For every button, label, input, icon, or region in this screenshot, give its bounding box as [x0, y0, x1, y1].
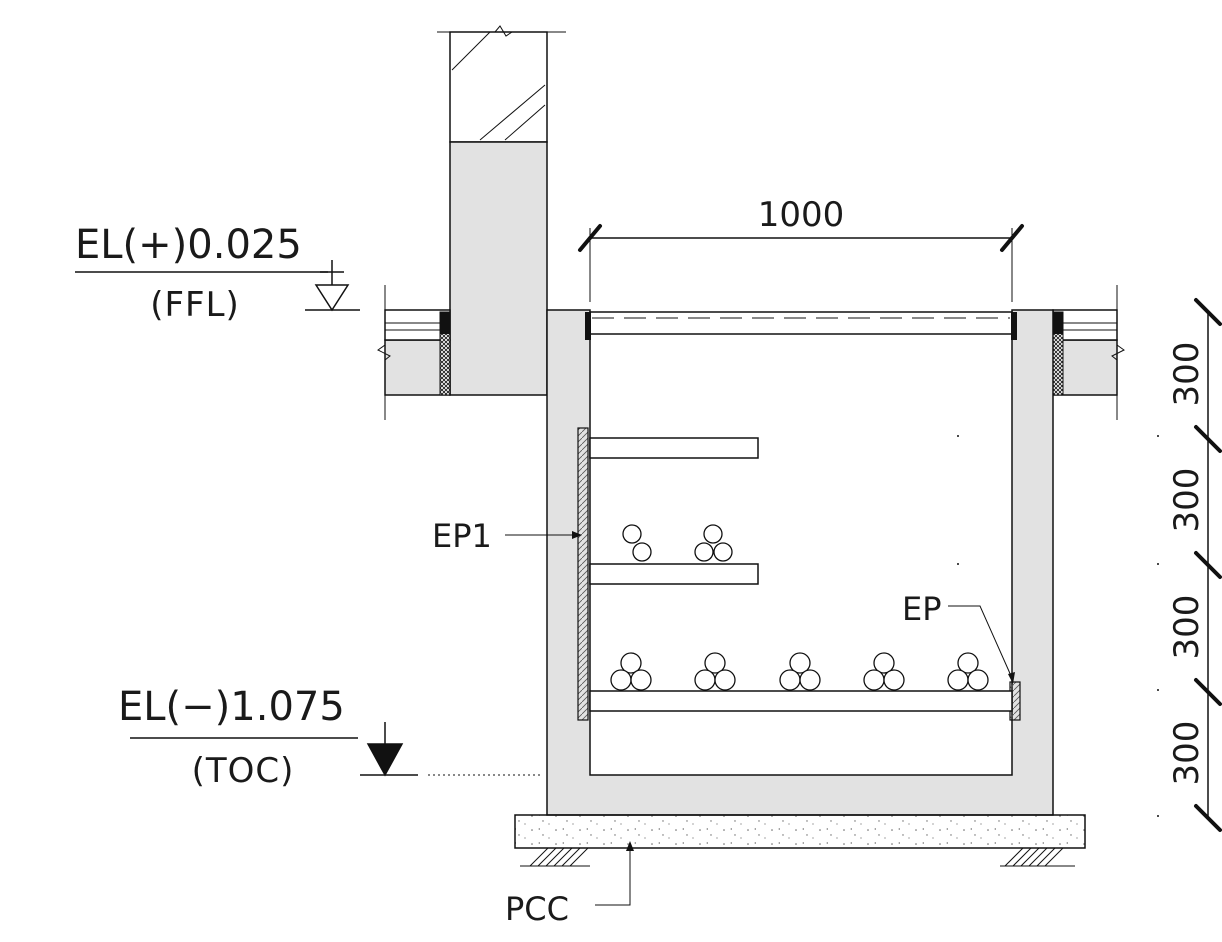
wall-column [437, 25, 566, 396]
cable-bundle [694, 652, 736, 691]
right-floor-slab [1052, 285, 1125, 420]
cable-tray-top [589, 437, 759, 459]
cable-bundle [610, 652, 652, 691]
cable-tray-middle [589, 563, 759, 585]
depth-dimension-text: 300 [1167, 342, 1207, 407]
pcc-tag: PCC [505, 890, 569, 928]
cable-bundle [863, 652, 905, 691]
trench-concrete-body [546, 309, 1054, 816]
depth-dimension-text: 300 [1167, 721, 1207, 786]
width-dimension-text: 1000 [758, 195, 845, 235]
elevation-ffl-label: EL(+)0.025 [75, 222, 302, 268]
pcc-base [514, 814, 1086, 867]
ground-hatch-left [520, 847, 590, 867]
ground-hatch-right [1000, 847, 1075, 867]
elevation-marker-ffl: EL(+)0.025 (FFL) [75, 222, 360, 325]
depth-dimension-text: 300 [1167, 595, 1207, 660]
left-floor-slab [377, 285, 451, 420]
ep-tag: EP [902, 590, 942, 628]
elevation-toc-label: EL(−)1.075 [118, 684, 345, 730]
trench-cover [585, 311, 1017, 340]
cable-bundle [779, 652, 821, 691]
elevation-ffl-reference: (FFL) [150, 285, 240, 325]
cable-bundle [622, 524, 733, 562]
elevation-marker-toc: EL(−)1.075 (TOC) [118, 684, 540, 791]
pcc-callout: PCC [505, 841, 634, 928]
cable-bundle [947, 652, 989, 691]
ep1-callout: EP1 [432, 517, 582, 555]
earthing-plate-ep1 [577, 427, 589, 721]
depth-dimension-text: 300 [1167, 468, 1207, 533]
elevation-toc-reference: (TOC) [192, 751, 295, 791]
ep1-tag: EP1 [432, 517, 492, 555]
depth-dimension-chain: 300 300 300 300 [957, 298, 1222, 832]
ep-callout: EP [902, 590, 1015, 684]
cable-tray-bottom [589, 690, 1013, 712]
width-dimension: 1000 [578, 195, 1024, 302]
